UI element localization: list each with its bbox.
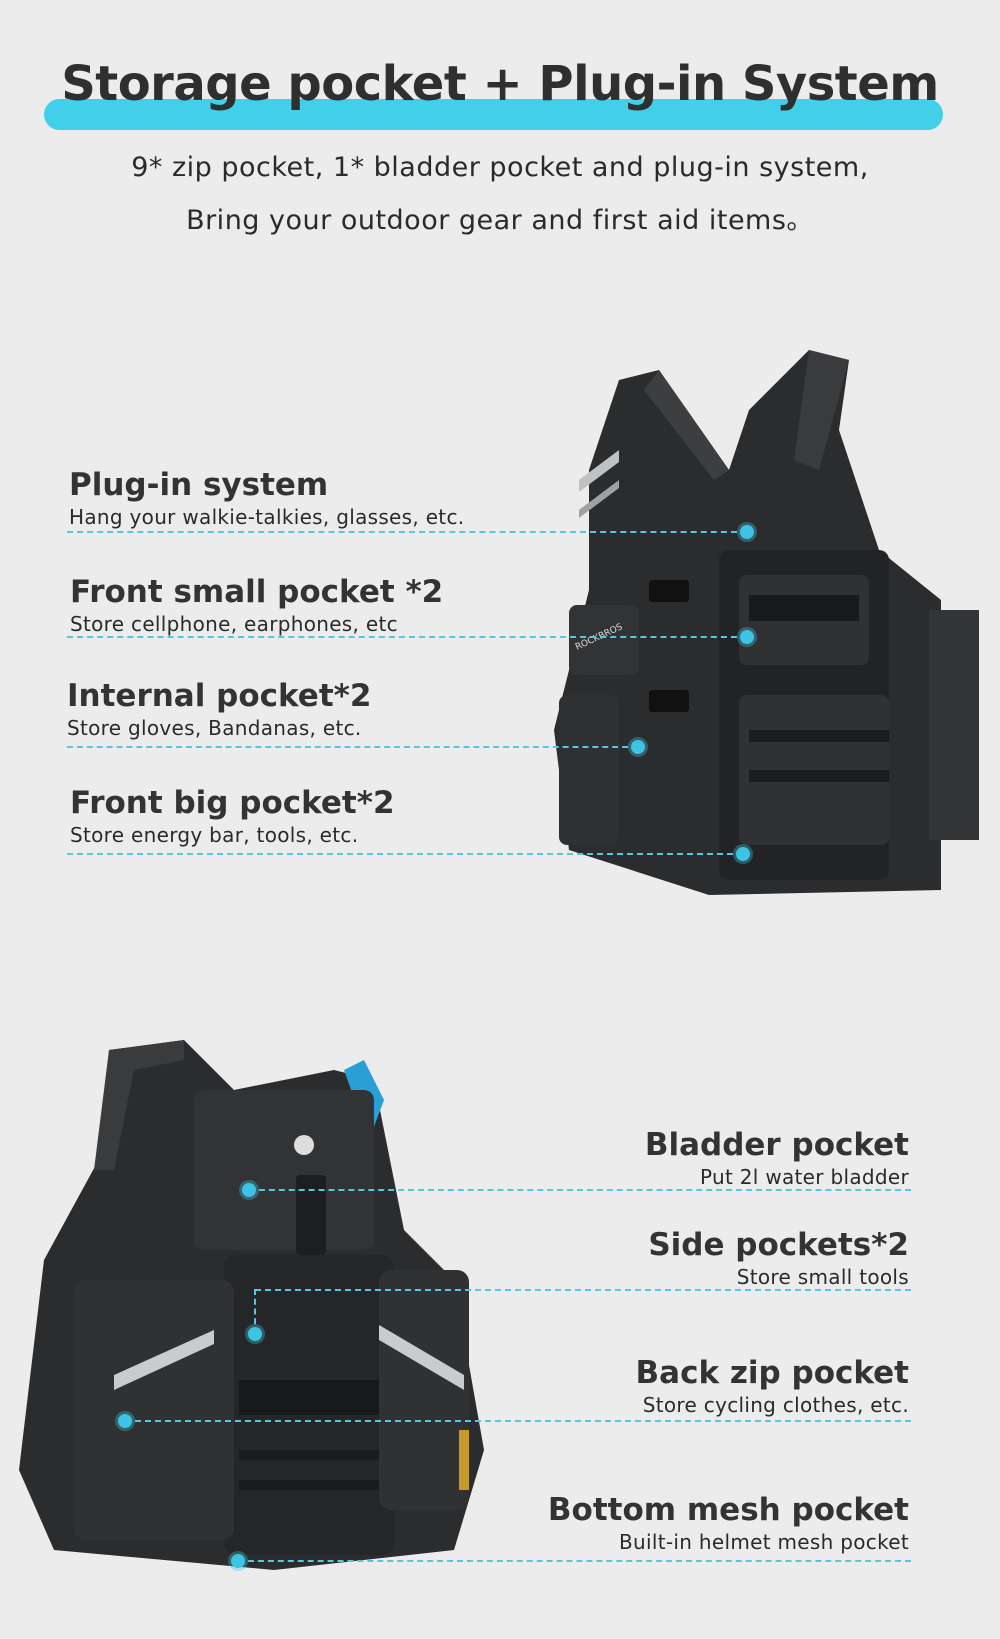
feature-desc: Store cycling clothes, etc.	[642, 1393, 909, 1417]
feature-plug-in-system: Plug-in system Hang your walkie-talkies,…	[69, 467, 465, 530]
feature-bladder-pocket: Bladder pocket Put 2l water bladder	[644, 1127, 909, 1190]
feature-side-pockets: Side pockets*2 Store small tools	[648, 1227, 909, 1290]
feature-back-zip-pocket: Back zip pocket Store cycling clothes, e…	[635, 1355, 909, 1418]
feature-title: Internal pocket*2	[67, 678, 372, 714]
feature-front-small-pocket: Front small pocket *2 Store cellphone, e…	[70, 574, 444, 637]
feature-title: Side pockets*2	[648, 1227, 909, 1263]
feature-bottom-mesh-pocket: Bottom mesh pocket Built-in helmet mesh …	[547, 1492, 909, 1555]
callout-dot	[118, 1414, 132, 1428]
callout-line	[67, 636, 747, 638]
callout-dot	[736, 847, 750, 861]
callout-line-vertical	[254, 1289, 256, 1334]
feature-desc: Store small tools	[736, 1265, 909, 1289]
callout-line	[249, 1189, 911, 1191]
front-vest-image: ROCKBROS	[554, 350, 979, 895]
feature-title: Back zip pocket	[635, 1355, 909, 1391]
callout-dot	[740, 525, 754, 539]
feature-title: Plug-in system	[69, 467, 329, 503]
feature-title: Bottom mesh pocket	[547, 1492, 909, 1528]
feature-front-big-pocket: Front big pocket*2 Store energy bar, too…	[70, 785, 395, 848]
feature-title: Front big pocket*2	[70, 785, 395, 821]
subtitle-line-1: 9* zip pocket, 1* bladder pocket and plu…	[131, 152, 869, 183]
back-vest-image	[19, 1040, 484, 1570]
feature-internal-pocket: Internal pocket*2 Store gloves, Bandanas…	[67, 678, 372, 741]
feature-desc: Store gloves, Bandanas, etc.	[67, 716, 362, 740]
feature-desc: Built-in helmet mesh pocket	[619, 1530, 909, 1554]
callout-line	[67, 853, 743, 855]
subtitle-line-2: Bring your outdoor gear and first aid it…	[186, 205, 814, 236]
feature-title: Bladder pocket	[644, 1127, 909, 1163]
callout-dot	[231, 1554, 245, 1568]
callout-dot	[248, 1327, 262, 1341]
callout-dot	[242, 1183, 256, 1197]
callout-line	[255, 1289, 911, 1291]
feature-desc: Put 2l water bladder	[700, 1165, 909, 1189]
feature-desc: Store cellphone, earphones, etc	[70, 612, 398, 636]
title-highlight-bar	[44, 99, 943, 130]
callout-dot	[631, 740, 645, 754]
feature-title: Front small pocket *2	[70, 574, 444, 610]
feature-desc: Store energy bar, tools, etc.	[70, 823, 359, 847]
callout-line	[238, 1560, 911, 1562]
page-title: Storage pocket + Plug-in System	[61, 56, 939, 112]
callout-line	[125, 1420, 911, 1422]
feature-desc: Hang your walkie-talkies, glasses, etc.	[69, 505, 465, 529]
callout-line	[67, 531, 747, 533]
callout-line	[67, 746, 638, 748]
callout-dot	[740, 630, 754, 644]
